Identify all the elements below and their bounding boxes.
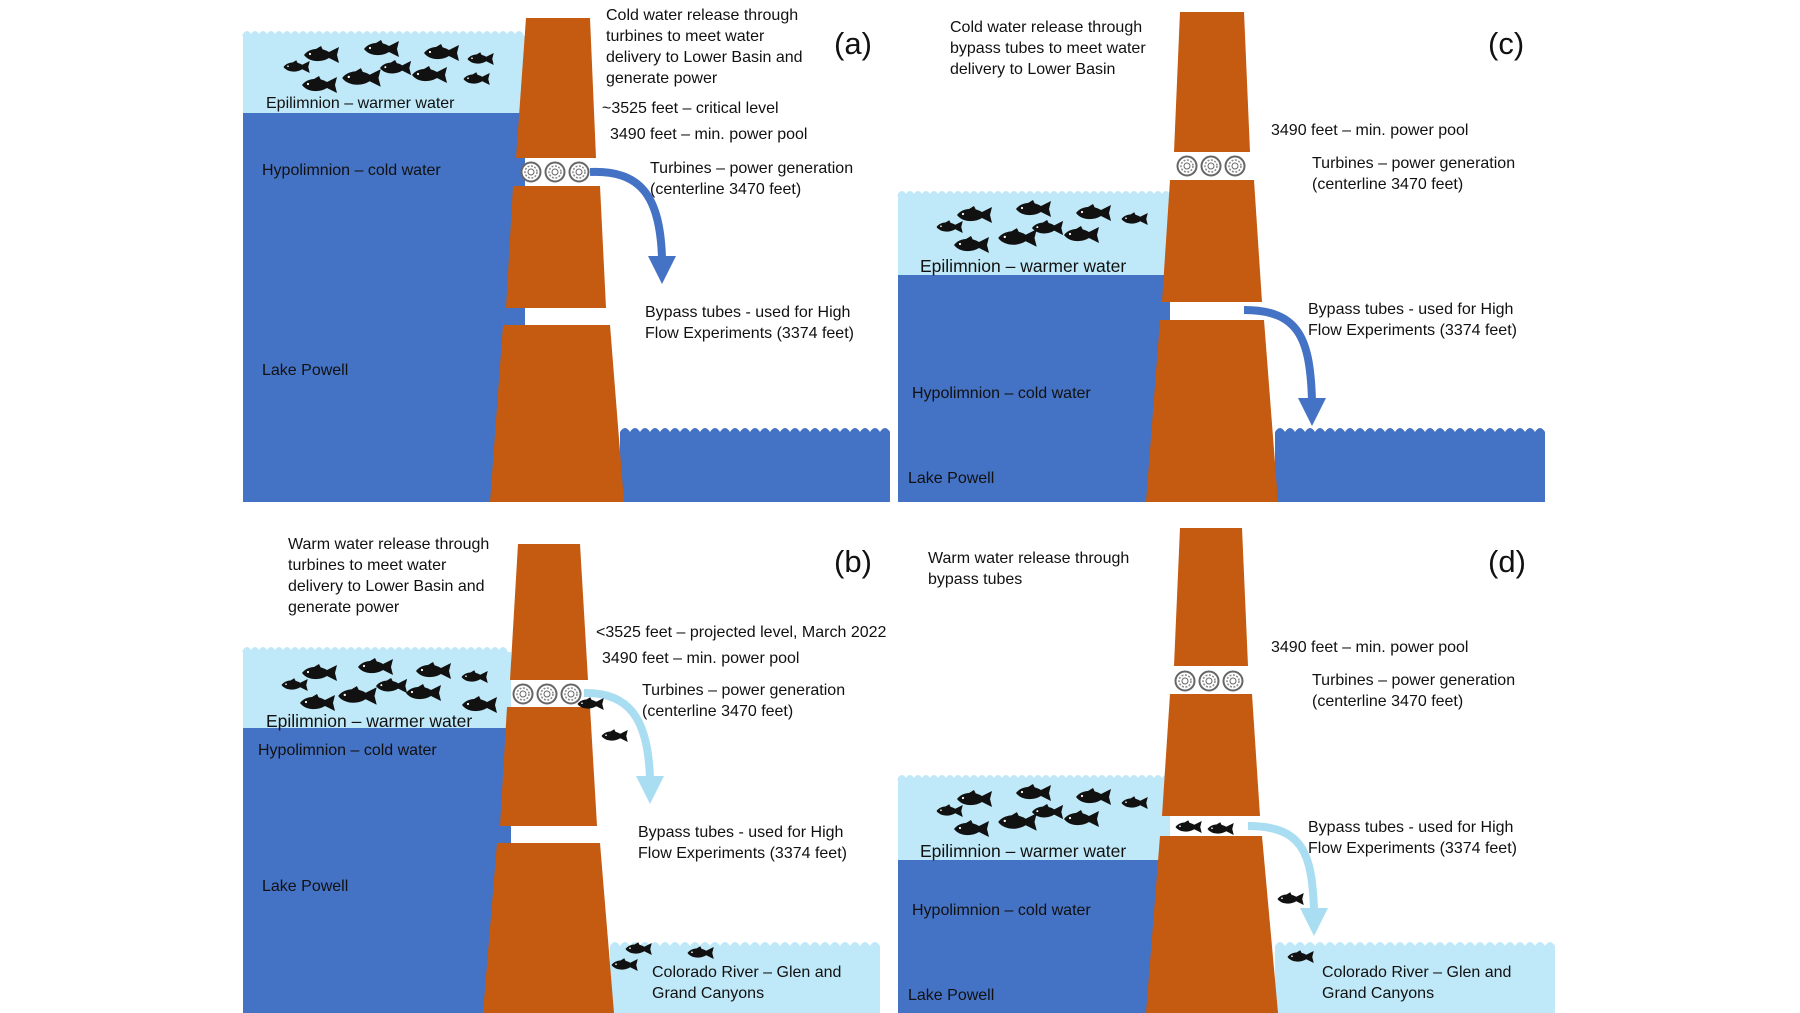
- panel-description: Warm water release through bypass tubes: [928, 550, 1130, 588]
- lake-label: Lake Powell: [908, 470, 995, 487]
- turbine-icon: [1198, 670, 1220, 692]
- river-label: Colorado River – Glen and Grand Canyons: [652, 964, 842, 1002]
- hypolimnion-layer: [243, 728, 511, 1013]
- hypolimnion-label: Hypolimnion – cold water: [912, 385, 1091, 402]
- lake-label: Lake Powell: [262, 878, 349, 895]
- level-label: ~3525 feet – critical level: [602, 100, 779, 117]
- dam-middle-block: [500, 707, 597, 826]
- turbines-label: Turbines – power generation (centerline …: [642, 682, 846, 720]
- lake-label: Lake Powell: [262, 362, 349, 379]
- wave-icon: [610, 942, 880, 1013]
- dam-lower-block: [483, 843, 614, 1013]
- river-label: Colorado River – Glen and Grand Canyons: [1322, 964, 1512, 1002]
- dam-lower-block: [1146, 836, 1278, 1013]
- wave-icon: [242, 31, 524, 39]
- panel-b: Epilimnion – warmer water Hypolimnion – …: [242, 536, 887, 1013]
- flow-arrow-icon: [1300, 908, 1328, 936]
- flow-arrow-icon: [589, 167, 666, 259]
- fish-icon: [1175, 820, 1202, 833]
- level-label: <3525 feet – projected level, March 2022: [596, 624, 887, 641]
- dam-middle-block: [1162, 180, 1262, 302]
- turbines-label: Turbines – power generation (centerline …: [1312, 672, 1516, 710]
- min-pool-label: 3490 feet – min. power pool: [1271, 639, 1469, 656]
- epilimnion-label: Epilimnion – warmer water: [266, 95, 455, 112]
- panel-c: Epilimnion – warmer water Hypolimnion – …: [0, 0, 1800, 506]
- panel-letter: (b): [834, 544, 872, 579]
- flow-arrow-icon: [1243, 306, 1316, 401]
- bypass-label: Bypass tubes - used for High Flow Experi…: [638, 824, 847, 862]
- flow-arrow-icon: [636, 776, 664, 804]
- flow-arrow-icon: [648, 256, 676, 284]
- dam-middle-block: [1162, 694, 1260, 816]
- panel-c-graphic: [897, 12, 1545, 502]
- wave-icon: [620, 428, 890, 502]
- hypolimnion-layer: [243, 113, 525, 502]
- panel-letter: (c): [1488, 26, 1525, 61]
- turbine-icon: [1174, 670, 1196, 692]
- epilimnion-label: Epilimnion – warmer water: [920, 256, 1127, 276]
- dam-upper-block: [1174, 528, 1248, 666]
- hypolimnion-label: Hypolimnion – cold water: [258, 742, 437, 759]
- min-pool-label: 3490 feet – min. power pool: [1271, 122, 1469, 139]
- bypass-label: Bypass tubes - used for High Flow Experi…: [1308, 301, 1517, 339]
- fish-icon: [1207, 822, 1234, 835]
- turbine-icon: [1222, 670, 1244, 692]
- dam-upper-block: [516, 18, 596, 158]
- panel-letter: (a): [834, 26, 872, 61]
- hypolimnion-label: Hypolimnion – cold water: [912, 902, 1091, 919]
- wave-icon: [1275, 942, 1555, 1013]
- panel-b-graphic: [242, 544, 880, 1013]
- panel-description: Warm water release through turbines to m…: [288, 536, 490, 616]
- hypolimnion-layer: [898, 860, 1170, 1013]
- hypolimnion-layer: [898, 275, 1170, 502]
- min-pool-label: 3490 feet – min. power pool: [602, 650, 800, 667]
- wave-icon: [242, 647, 508, 655]
- dam-middle-block: [506, 186, 606, 308]
- panel-a-graphic: [242, 18, 890, 502]
- hypolimnion-label: Hypolimnion – cold water: [262, 162, 441, 179]
- dam-lower-block: [1146, 320, 1278, 502]
- panel-a: Epilimnion – warmer water Hypolimnion – …: [0, 0, 900, 506]
- wave-icon: [897, 775, 1171, 783]
- panel-description: Cold water release through turbines to m…: [606, 7, 803, 87]
- flow-arrow-icon: [1298, 398, 1326, 426]
- wave-icon: [897, 191, 1171, 199]
- flow-arrow-icon: [1247, 822, 1318, 911]
- turbines-label: Turbines – power generation (centerline …: [650, 160, 854, 198]
- panel-description: Cold water release through bypass tubes …: [950, 19, 1146, 78]
- turbines-label: Turbines – power generation (centerline …: [1312, 155, 1516, 193]
- wave-icon: [1275, 428, 1545, 502]
- fish-icon: [1277, 892, 1304, 905]
- dam-upper-block: [1174, 12, 1250, 152]
- epilimnion-label: Epilimnion – warmer water: [920, 841, 1127, 861]
- min-pool-label: 3490 feet – min. power pool: [610, 126, 808, 143]
- dam-upper-block: [510, 544, 588, 680]
- bypass-label: Bypass tubes - used for High Flow Experi…: [1308, 819, 1517, 857]
- lake-label: Lake Powell: [908, 987, 995, 1004]
- epilimnion-label: Epilimnion – warmer water: [266, 711, 473, 731]
- panel-letter: (d): [1488, 544, 1526, 579]
- bypass-label: Bypass tubes - used for High Flow Experi…: [645, 304, 854, 342]
- flow-arrow-icon: [583, 688, 654, 779]
- dam-lower-block: [490, 325, 624, 502]
